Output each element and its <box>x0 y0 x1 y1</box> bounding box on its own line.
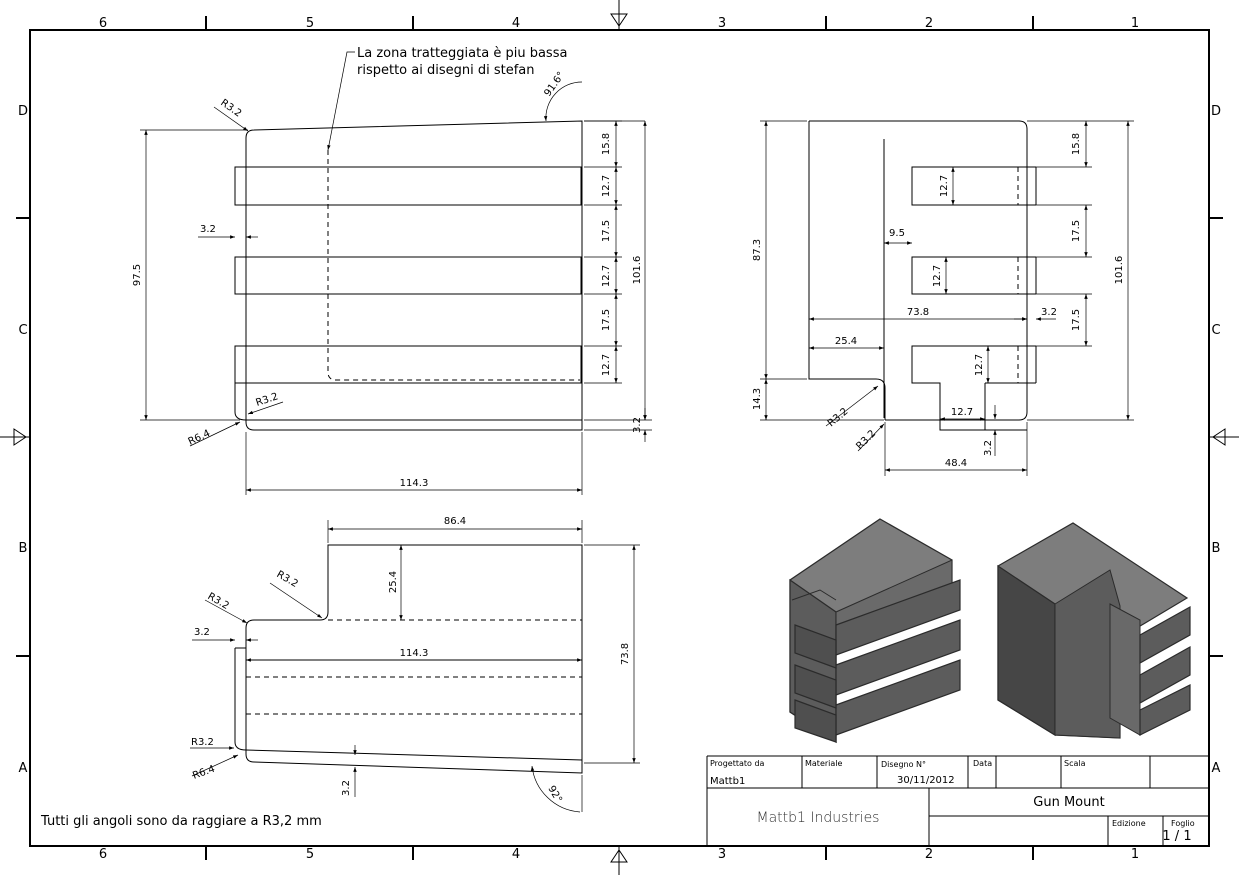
dim-r3-2-bottom: R3.2 <box>255 391 280 409</box>
col-label-4: 4 <box>512 16 520 31</box>
designed-by-label: Progettato da <box>710 759 765 768</box>
centering-mark-left <box>0 428 30 446</box>
dim-12-7-b: 12.7 <box>932 265 943 287</box>
dim-r3-2-top: R3.2 <box>218 97 243 119</box>
drawing-date-value: 30/11/2012 <box>897 775 955 786</box>
hatched-zone-note-line1: La zona tratteggiata è piu bassa <box>357 46 567 61</box>
scale-label: Scala <box>1064 759 1086 768</box>
sheet-value: 1 / 1 <box>1162 829 1191 844</box>
dim-73-8: 73.8 <box>907 307 929 318</box>
front-view: La zona tratteggiata è piu bassa rispett… <box>132 46 652 495</box>
dim-3-2-b: 3.2 <box>983 440 994 456</box>
dim-17-5-b: 17.5 <box>1071 309 1082 331</box>
row-label-d: D <box>18 104 28 119</box>
centering-mark-bottom <box>610 846 628 875</box>
dim-101-6: 101.6 <box>1114 256 1125 285</box>
isometric-view-front <box>789 518 961 744</box>
col-label-2-bottom: 2 <box>925 847 933 862</box>
drawing-no-label: Disegno N° <box>881 760 926 769</box>
dim-12-7-c: 12.7 <box>601 354 612 376</box>
dim-9-5: 9.5 <box>889 228 905 239</box>
dim-3-2-left: 3.2 <box>200 224 216 235</box>
isometric-view-back <box>997 522 1191 739</box>
dim-angle-92: 92° <box>545 784 563 805</box>
dim-r6-4-bottom: R6.4 <box>191 764 216 782</box>
col-label-5: 5 <box>306 16 314 31</box>
drawing-title: Gun Mount <box>1033 795 1104 810</box>
dim-101-6: 101.6 <box>632 256 643 285</box>
col-label-3-bottom: 3 <box>718 847 726 862</box>
dim-12-7-a: 12.7 <box>939 175 950 197</box>
row-label-a: A <box>19 761 28 776</box>
row-label-d-right: D <box>1211 104 1221 119</box>
dim-r6-4-bottom: R6.4 <box>187 428 212 448</box>
side-view: 87.3 14.3 9.5 73.8 3.2 25.4 12.7 12.7 12… <box>752 120 1134 476</box>
designed-by-value: Mattb1 <box>710 776 745 787</box>
dim-12-7-c: 12.7 <box>974 354 985 376</box>
dim-15-8: 15.8 <box>1071 133 1082 155</box>
dim-3-2: 3.2 <box>194 627 210 638</box>
dim-48-4: 48.4 <box>945 458 967 469</box>
col-label-6: 6 <box>99 16 107 31</box>
col-label-2: 2 <box>925 16 933 31</box>
dim-73-8: 73.8 <box>620 643 631 665</box>
dim-87-3: 87.3 <box>752 239 763 261</box>
dim-17-5-a: 17.5 <box>1071 220 1082 242</box>
corner-radius-note: Tutti gli angoli sono da raggiare a R3,2… <box>40 814 322 829</box>
col-label-1: 1 <box>1131 16 1139 31</box>
dim-12-7-b: 12.7 <box>601 265 612 287</box>
dim-114-3: 114.3 <box>400 478 429 489</box>
dim-14-3: 14.3 <box>752 388 763 410</box>
sheet-label: Foglio <box>1171 819 1195 828</box>
row-label-b-right: B <box>1212 541 1221 556</box>
dim-97-5: 97.5 <box>132 264 143 286</box>
centering-mark-right <box>1209 428 1239 446</box>
dim-12-7-d: 12.7 <box>951 407 973 418</box>
date-label: Data <box>973 759 992 768</box>
hatched-zone-note-line2: rispetto ai disegni di stefan <box>357 63 535 78</box>
dim-12-7-a: 12.7 <box>601 175 612 197</box>
col-label-3: 3 <box>718 16 726 31</box>
row-label-a-right: A <box>1212 761 1221 776</box>
title-block: Progettato da Mattb1 Materiale Disegno N… <box>706 755 1209 846</box>
col-label-1-bottom: 1 <box>1131 847 1139 862</box>
dim-25-4: 25.4 <box>835 336 857 347</box>
dim-r3-2-bottom: R3.2 <box>191 737 214 748</box>
col-label-4-bottom: 4 <box>512 847 520 862</box>
dim-r3-2-corner: R3.2 <box>206 591 231 612</box>
dim-r3-2-b: R3.2 <box>854 428 878 452</box>
row-label-c-right: C <box>1211 323 1220 338</box>
material-label: Materiale <box>805 759 843 768</box>
dim-17-5-b: 17.5 <box>601 309 612 331</box>
dim-25-4: 25.4 <box>388 571 399 593</box>
dim-3-2-right: 3.2 <box>632 417 643 433</box>
col-label-6-bottom: 6 <box>99 847 107 862</box>
col-label-5-bottom: 5 <box>306 847 314 862</box>
dim-3-2-bottom: 3.2 <box>341 780 352 796</box>
dim-114-3: 114.3 <box>400 648 429 659</box>
edition-label: Edizione <box>1112 819 1146 828</box>
top-view: 86.4 25.4 114.3 73.8 3.2 R3.2 R3.2 R3.2 … <box>190 516 640 813</box>
dim-17-5-a: 17.5 <box>601 220 612 242</box>
row-label-c: C <box>18 323 27 338</box>
dim-r3-2-notch: R3.2 <box>275 569 300 590</box>
dim-3-2-a: 3.2 <box>1041 307 1057 318</box>
centering-mark-top <box>610 0 628 30</box>
dim-86-4: 86.4 <box>444 516 466 527</box>
dim-15-8: 15.8 <box>601 133 612 155</box>
row-label-b: B <box>19 541 28 556</box>
company-name: Mattb1 Industries <box>757 810 880 826</box>
